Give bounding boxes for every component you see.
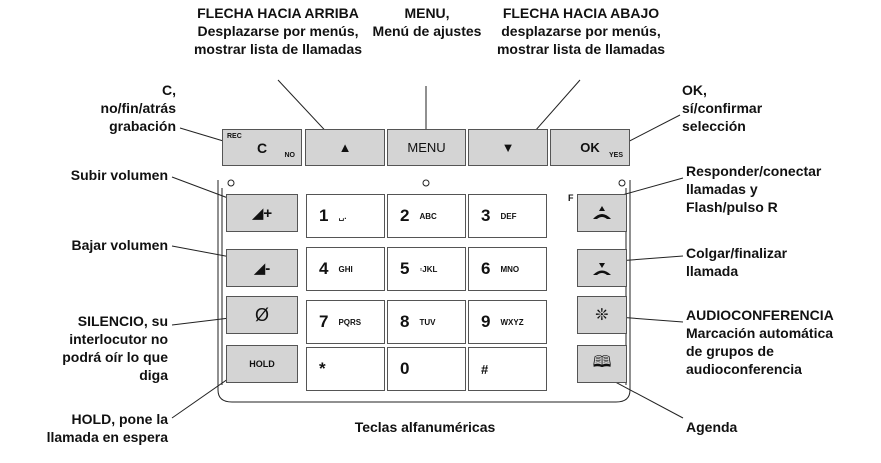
label-menu: MENU, Menú de ajustes: [372, 5, 482, 39]
label-ok-key: OK, sí/confirmar selección: [682, 82, 763, 134]
key-5[interactable]: 5▫JKL: [387, 247, 466, 291]
label-phonebook: Agenda: [686, 419, 738, 435]
answer-icon: [593, 206, 611, 219]
hold-button[interactable]: HOLD: [226, 345, 298, 383]
label-alphanumeric: Teclas alfanuméricas: [354, 419, 496, 435]
conference-button[interactable]: ❊: [577, 296, 627, 334]
label-c-key: C, no/fin/atrás grabación: [100, 82, 176, 134]
label-volume-down: Bajar volumen: [71, 237, 168, 253]
volume-up-icon: ◢+: [251, 205, 273, 222]
indicator-dot-center: [422, 179, 430, 187]
book-icon: 🕮: [592, 353, 612, 371]
conference-icon: ❊: [595, 307, 609, 324]
label-mute: SILENCIO, su interlocutor no podrá oír l…: [62, 313, 168, 383]
down-arrow-icon: ▼: [501, 140, 515, 155]
c-button[interactable]: C REC NO: [222, 129, 302, 166]
label-volume-up: Subir volumen: [70, 167, 168, 183]
up-arrow-icon: ▲: [338, 140, 352, 155]
hangup-icon: [593, 263, 611, 275]
volume-up-button[interactable]: ◢+: [226, 194, 298, 232]
indicator-dot-left: [227, 179, 235, 187]
menu-button[interactable]: MENU: [387, 129, 466, 166]
key-1[interactable]: 1␣.: [306, 194, 385, 238]
mute-icon: Ø: [254, 304, 269, 325]
down-arrow-button[interactable]: ▼: [468, 129, 548, 166]
answer-button[interactable]: F: [568, 193, 627, 232]
hangup-button[interactable]: [577, 249, 627, 287]
label-up-arrow: FLECHA HACIA ARRIBA Desplazarse por menú…: [193, 5, 363, 57]
mute-button[interactable]: Ø: [226, 296, 298, 334]
label-answer: Responder/conectar llamadas y Flash/puls…: [686, 163, 822, 215]
up-arrow-button[interactable]: ▲: [305, 129, 385, 166]
volume-down-button[interactable]: ◢-: [226, 249, 298, 287]
label-conference: AUDIOCONFERENCIA Marcación automática de…: [686, 307, 834, 377]
label-hold: HOLD, pone la llamada en espera: [46, 411, 168, 445]
indicator-dot-right: [618, 179, 626, 187]
key-star[interactable]: *: [306, 347, 385, 391]
label-hangup: Colgar/finalizar llamada: [686, 245, 788, 279]
volume-down-icon: ◢-: [253, 260, 271, 277]
key-hash[interactable]: #: [468, 347, 547, 391]
label-down-arrow: FLECHA HACIA ABAJO desplazarse por menús…: [496, 5, 666, 57]
ok-button[interactable]: OK YES: [550, 129, 630, 166]
key-0[interactable]: 0: [387, 347, 466, 391]
phonebook-button[interactable]: 🕮: [577, 345, 627, 383]
